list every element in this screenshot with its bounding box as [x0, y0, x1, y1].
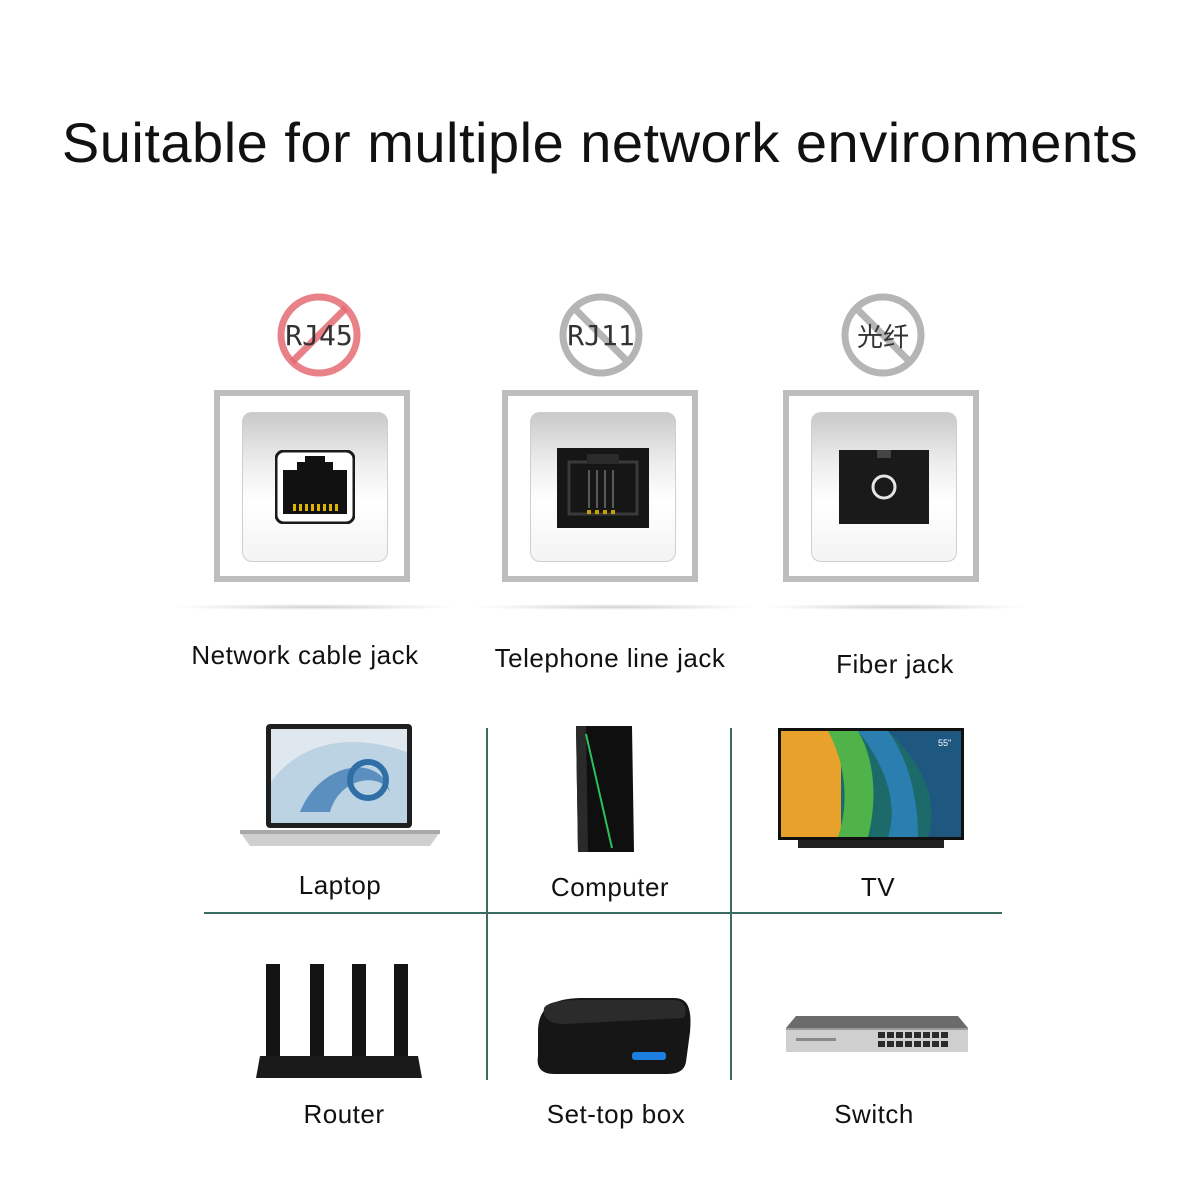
badge-label: 光纤 [856, 322, 909, 353]
router-icon [256, 964, 422, 1078]
badge-label: RJ11 [567, 318, 635, 352]
ethernet-port-icon [275, 450, 355, 524]
telephone-port-icon [557, 448, 649, 528]
tv-icon: 55" [778, 728, 964, 848]
jack-card-rj11: RJ11 [558, 292, 644, 378]
set-top-box-icon [537, 998, 691, 1074]
panel-shadow [470, 604, 760, 610]
panel-shadow [760, 604, 1030, 610]
prohibited-badge-icon [841, 293, 925, 377]
jack-label-telephone: Telephone line jack [494, 643, 726, 673]
device-label-computer: Computer [550, 872, 670, 902]
jack-card-fiber: 光纤 [840, 292, 926, 378]
tv-size-text: 55" [938, 738, 951, 748]
panel-shadow [170, 604, 460, 610]
grid-divider-vertical-left [486, 728, 488, 1080]
jack-faceplate [242, 412, 388, 562]
page-title: Suitable for multiple network environmen… [61, 111, 1139, 174]
network-switch-icon [786, 1016, 968, 1052]
device-label-set-top-box: Set-top box [546, 1099, 686, 1129]
device-label-laptop: Laptop [298, 870, 382, 900]
device-label-router: Router [303, 1099, 385, 1129]
check-mark-badge-icon [277, 293, 361, 377]
computer-tower-icon [576, 726, 634, 852]
jack-faceplate [811, 412, 957, 562]
prohibited-badge-icon [559, 293, 643, 377]
grid-divider-vertical-right [730, 728, 732, 1080]
badge-label: RJ45 [285, 318, 353, 352]
grid-divider-horizontal [204, 912, 1002, 914]
laptop-icon [240, 724, 440, 846]
rj45-jack-panel [214, 390, 410, 582]
jack-card-rj45: RJ45 [276, 292, 362, 378]
fiber-jack-panel [783, 390, 979, 582]
device-label-switch: Switch [834, 1099, 914, 1129]
device-label-tv: TV [860, 872, 896, 902]
jack-faceplate [530, 412, 676, 562]
jack-label-network: Network cable jack [191, 640, 419, 670]
rj11-jack-panel [502, 390, 698, 582]
fiber-port-icon [839, 450, 929, 524]
jack-label-fiber: Fiber jack [836, 649, 954, 679]
